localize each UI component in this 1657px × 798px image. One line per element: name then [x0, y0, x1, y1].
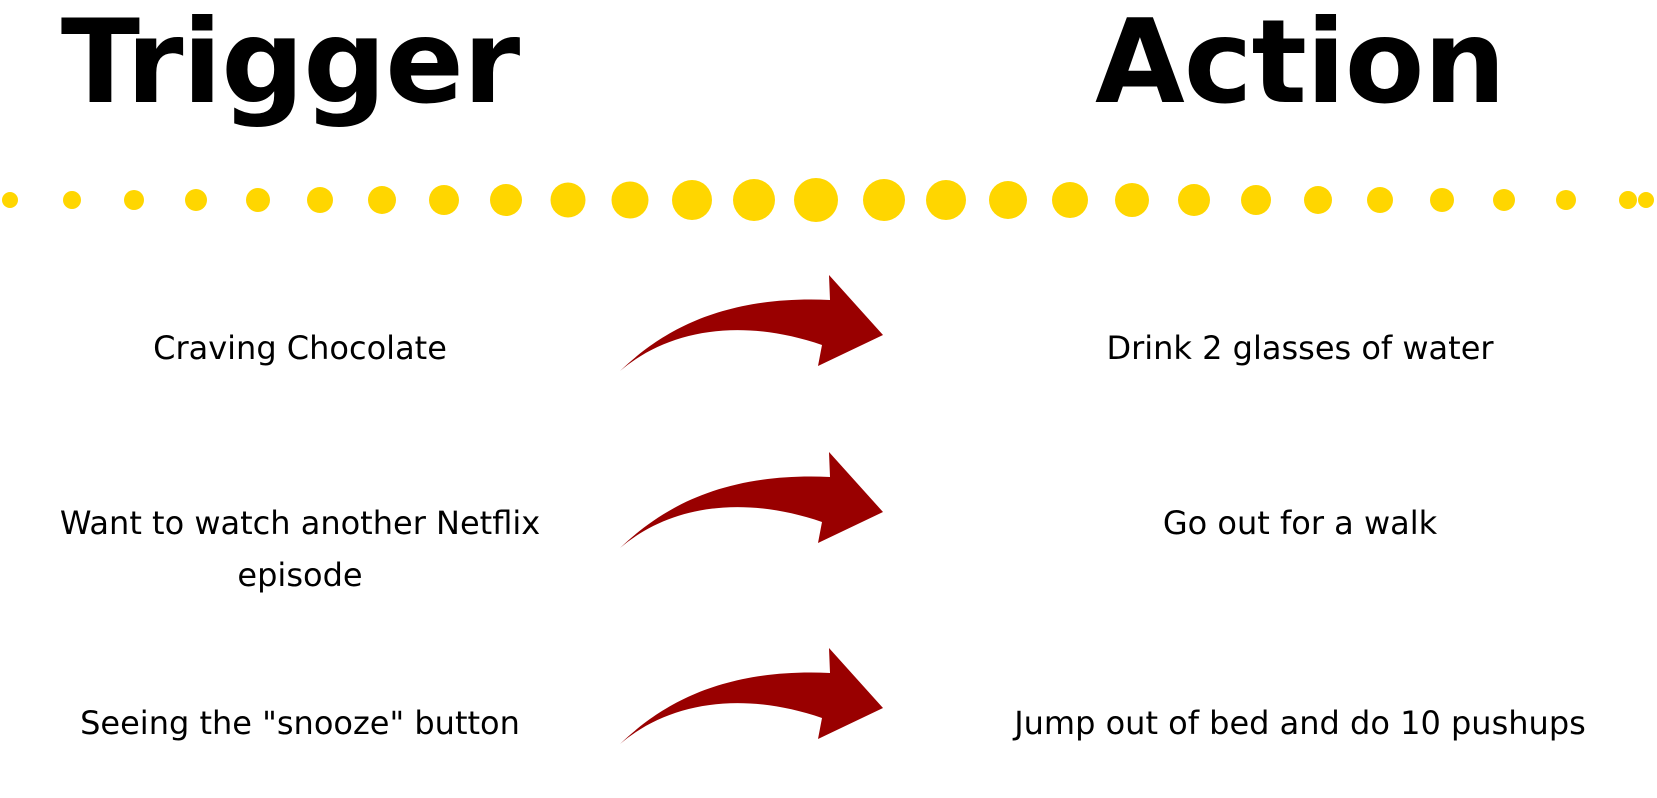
divider-dot	[672, 180, 712, 220]
divider-dot	[490, 184, 522, 216]
dotted-divider	[2, 178, 1654, 222]
divider-dot	[1619, 191, 1637, 209]
divider-dot	[1493, 189, 1515, 211]
curved-arrow-right-icon	[620, 648, 883, 744]
divider-dot	[1178, 184, 1210, 216]
curved-arrow-right-icon	[620, 452, 883, 548]
curved-arrow-right-icon	[620, 275, 883, 371]
trigger-heading: Trigger	[60, 0, 520, 130]
divider-dot	[307, 187, 333, 213]
divider-dot	[1638, 192, 1654, 208]
divider-dot	[863, 179, 905, 221]
trigger-text-1: Craving Chocolate	[153, 329, 447, 367]
divider-dot	[429, 185, 459, 215]
divider-dot	[1115, 183, 1149, 217]
divider-dot	[1304, 186, 1332, 214]
divider-dot	[926, 180, 966, 220]
divider-dot	[611, 181, 649, 219]
divider-dot	[124, 190, 144, 210]
divider-dot	[794, 178, 838, 222]
action-heading: Action	[1094, 0, 1506, 130]
divider-dot	[63, 191, 81, 209]
divider-dot	[2, 192, 18, 208]
divider-dot	[1367, 187, 1393, 213]
trigger-text-3: Seeing the "snooze" button	[80, 704, 520, 742]
divider-dot	[1430, 188, 1454, 212]
divider-dot	[1052, 182, 1088, 218]
divider-dot	[1241, 185, 1271, 215]
action-text-2: Go out for a walk	[1162, 504, 1438, 542]
divider-dot	[368, 186, 396, 214]
trigger-text-2: Want to watch another Netflix episode	[59, 504, 541, 594]
divider-dot	[246, 188, 270, 212]
divider-dot	[989, 181, 1027, 219]
action-text-1: Drink 2 glasses of water	[1106, 329, 1494, 367]
divider-dot	[1556, 190, 1576, 210]
action-text-3: Jump out of bed and do 10 pushups	[1014, 704, 1586, 742]
divider-dot	[550, 182, 586, 218]
divider-dot	[733, 179, 775, 221]
divider-dot	[185, 189, 207, 211]
